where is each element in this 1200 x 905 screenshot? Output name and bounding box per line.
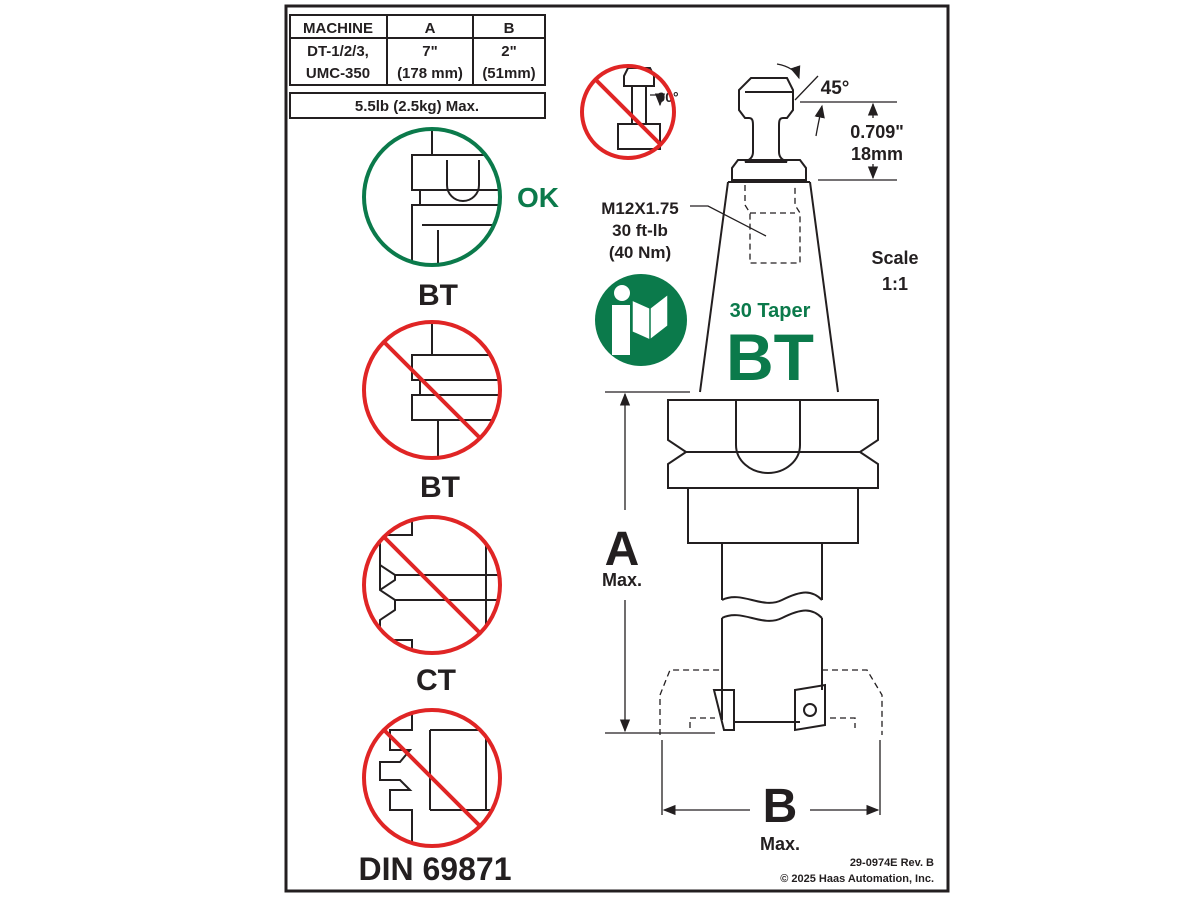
example-label-bt-2: BT bbox=[420, 471, 460, 504]
example-din-wrong: DIN 69871 bbox=[359, 708, 512, 887]
dimension-b: B Max. bbox=[661, 740, 881, 854]
dim-b-label: B bbox=[763, 780, 798, 833]
spec-table: MACHINE A B DT-1/2/3, UMC-350 7" (178 mm… bbox=[289, 14, 546, 119]
stud-dimensions: 45° 0.709" 18mm bbox=[776, 63, 904, 181]
holder-type: BT bbox=[726, 320, 814, 394]
torque-nm: (40 Nm) bbox=[609, 243, 671, 262]
example-bt-wrong: BT bbox=[362, 320, 502, 504]
a-mm: (178 mm) bbox=[397, 65, 463, 82]
b-mm: (51mm) bbox=[482, 65, 535, 82]
stud-height-inch: 0.709" bbox=[850, 122, 904, 142]
read-manual-icon bbox=[595, 274, 687, 366]
torque-ftlb: 30 ft-lb bbox=[612, 221, 668, 240]
machine-line2: UMC-350 bbox=[306, 65, 370, 82]
angle-45-label: 45° bbox=[821, 78, 850, 99]
copyright: © 2025 Haas Automation, Inc. bbox=[780, 873, 934, 885]
b-inch: 2" bbox=[501, 43, 516, 60]
header-a: A bbox=[425, 20, 436, 37]
example-ct-wrong: CT bbox=[362, 515, 502, 697]
thread-size: M12X1.75 bbox=[601, 199, 679, 218]
no-90-degree-stud-icon: 90° bbox=[580, 64, 679, 160]
part-number: 29-0974E Rev. B bbox=[850, 857, 934, 869]
dimension-a: A Max. bbox=[602, 391, 715, 734]
dim-a-max: Max. bbox=[602, 570, 642, 590]
scale-label: Scale bbox=[871, 248, 918, 268]
stud-height-mm: 18mm bbox=[851, 144, 903, 164]
dim-a-label: A bbox=[605, 523, 640, 576]
header-machine: MACHINE bbox=[303, 20, 373, 37]
example-bt-ok: OK BT bbox=[362, 127, 559, 312]
example-label-din: DIN 69871 bbox=[359, 851, 512, 887]
header-b: B bbox=[504, 20, 515, 37]
ok-label: OK bbox=[517, 182, 559, 213]
machine-line1: DT-1/2/3, bbox=[307, 43, 369, 60]
taper-size: 30 Taper bbox=[730, 300, 811, 322]
example-label-ct: CT bbox=[416, 664, 456, 697]
torque-spec: M12X1.75 30 ft-lb (40 Nm) bbox=[601, 199, 767, 262]
scale-value: 1:1 bbox=[882, 274, 908, 294]
weight-limit: 5.5lb (2.5kg) Max. bbox=[355, 98, 479, 115]
example-label-bt: BT bbox=[418, 279, 458, 312]
tool-holder-drawing bbox=[659, 77, 883, 735]
page-border bbox=[284, 4, 950, 893]
dim-b-max: Max. bbox=[760, 834, 800, 854]
a-inch: 7" bbox=[422, 43, 437, 60]
